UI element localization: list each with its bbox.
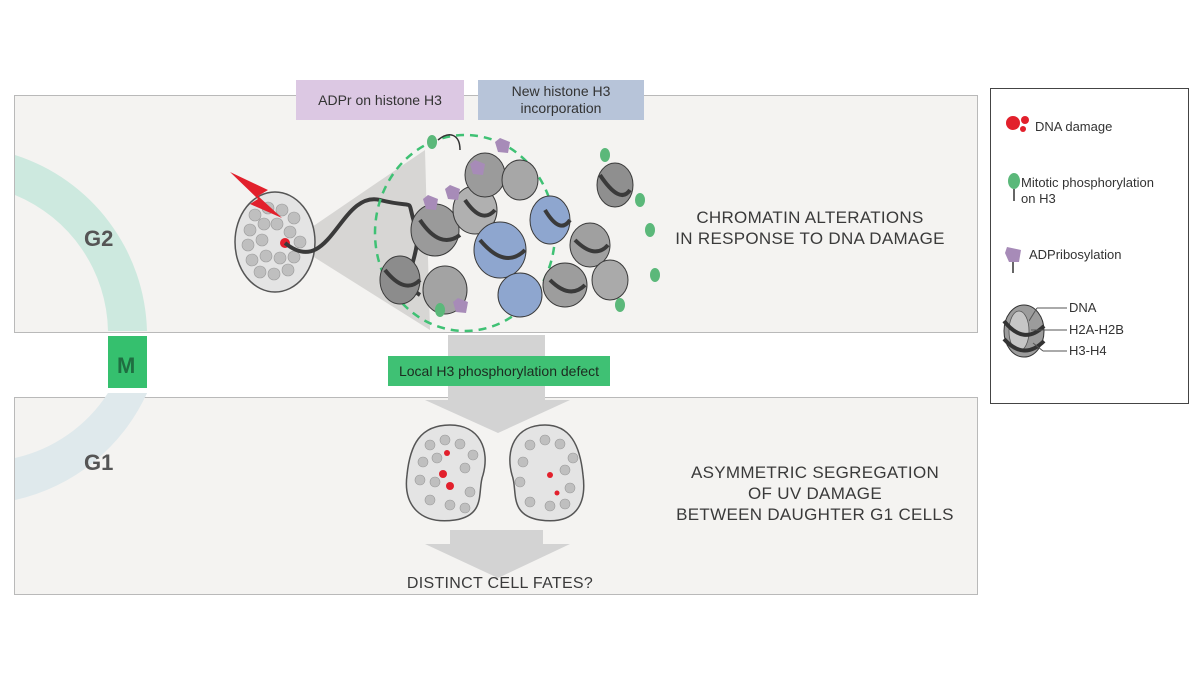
damage-spots-left (439, 450, 454, 490)
local-defect-label-box: Local H3 phosphorylation defect (388, 356, 610, 386)
legend-h2a-h2b: H2A-H2B (1069, 322, 1124, 337)
new-h3-label: New histone H3 incorporation (511, 83, 611, 116)
daughter-cells (405, 424, 585, 522)
asymmetric-segregation-text: ASYMMETRIC SEGREGATION OF UV DAMAGE BETW… (650, 462, 980, 525)
nucleosome-legend-lines (1029, 307, 1067, 352)
asym-line-2: OF UV DAMAGE (748, 484, 882, 503)
phospho-marks (427, 135, 660, 317)
fate-arrow (425, 530, 570, 578)
phospho-legend-icon (1008, 173, 1020, 201)
legend-adp: ADPribosylation (1029, 247, 1122, 262)
legend-mitotic: Mitotic phosphorylation on H3 (1021, 175, 1154, 207)
dna-damage-legend-icon (1006, 116, 1029, 132)
g2-label: G2 (84, 226, 114, 251)
asym-line-1: ASYMMETRIC SEGREGATION (690, 463, 940, 482)
damage-spots-right (547, 472, 560, 496)
new-h3-label-box: New histone H3 incorporation (478, 80, 644, 120)
dna-strand (283, 197, 422, 297)
uv-lightning-icon (230, 172, 282, 218)
chromatin-line-1: CHROMATIN ALTERATIONS (696, 208, 924, 227)
nucleosome-cluster (379, 152, 634, 318)
cell-cycle-arc-overlay (15, 155, 147, 500)
legend: DNA damage Mitotic phosphorylation on H3… (990, 88, 1189, 404)
legend-dna-damage: DNA damage (1035, 119, 1113, 134)
asym-line-3: BETWEEN DAUGHTER G1 CELLS (676, 505, 954, 524)
legend-h3-h4: H3-H4 (1069, 343, 1107, 358)
chromatin-line-2: IN RESPONSE TO DNA DAMAGE (675, 229, 945, 248)
chromatin-alterations-text: CHROMATIN ALTERATIONS IN RESPONSE TO DNA… (660, 207, 960, 249)
local-defect-label: Local H3 phosphorylation defect (398, 362, 600, 379)
legend-dna: DNA (1069, 300, 1097, 315)
g1-label: G1 (84, 450, 114, 475)
adp-legend-icon (1005, 247, 1021, 273)
adpr-label: ADPr on histone H3 (318, 91, 442, 108)
adp-marks (423, 138, 510, 313)
chromatin-illustration (230, 133, 660, 333)
m-label: M (117, 353, 136, 378)
cell-fates-text: DISTINCT CELL FATES? (406, 575, 594, 592)
legend-mitotic-line-2: on H3 (1021, 191, 1056, 206)
adpr-label-box: ADPr on histone H3 (296, 80, 464, 120)
legend-mitotic-line-1: Mitotic phosphorylation (1021, 175, 1154, 190)
